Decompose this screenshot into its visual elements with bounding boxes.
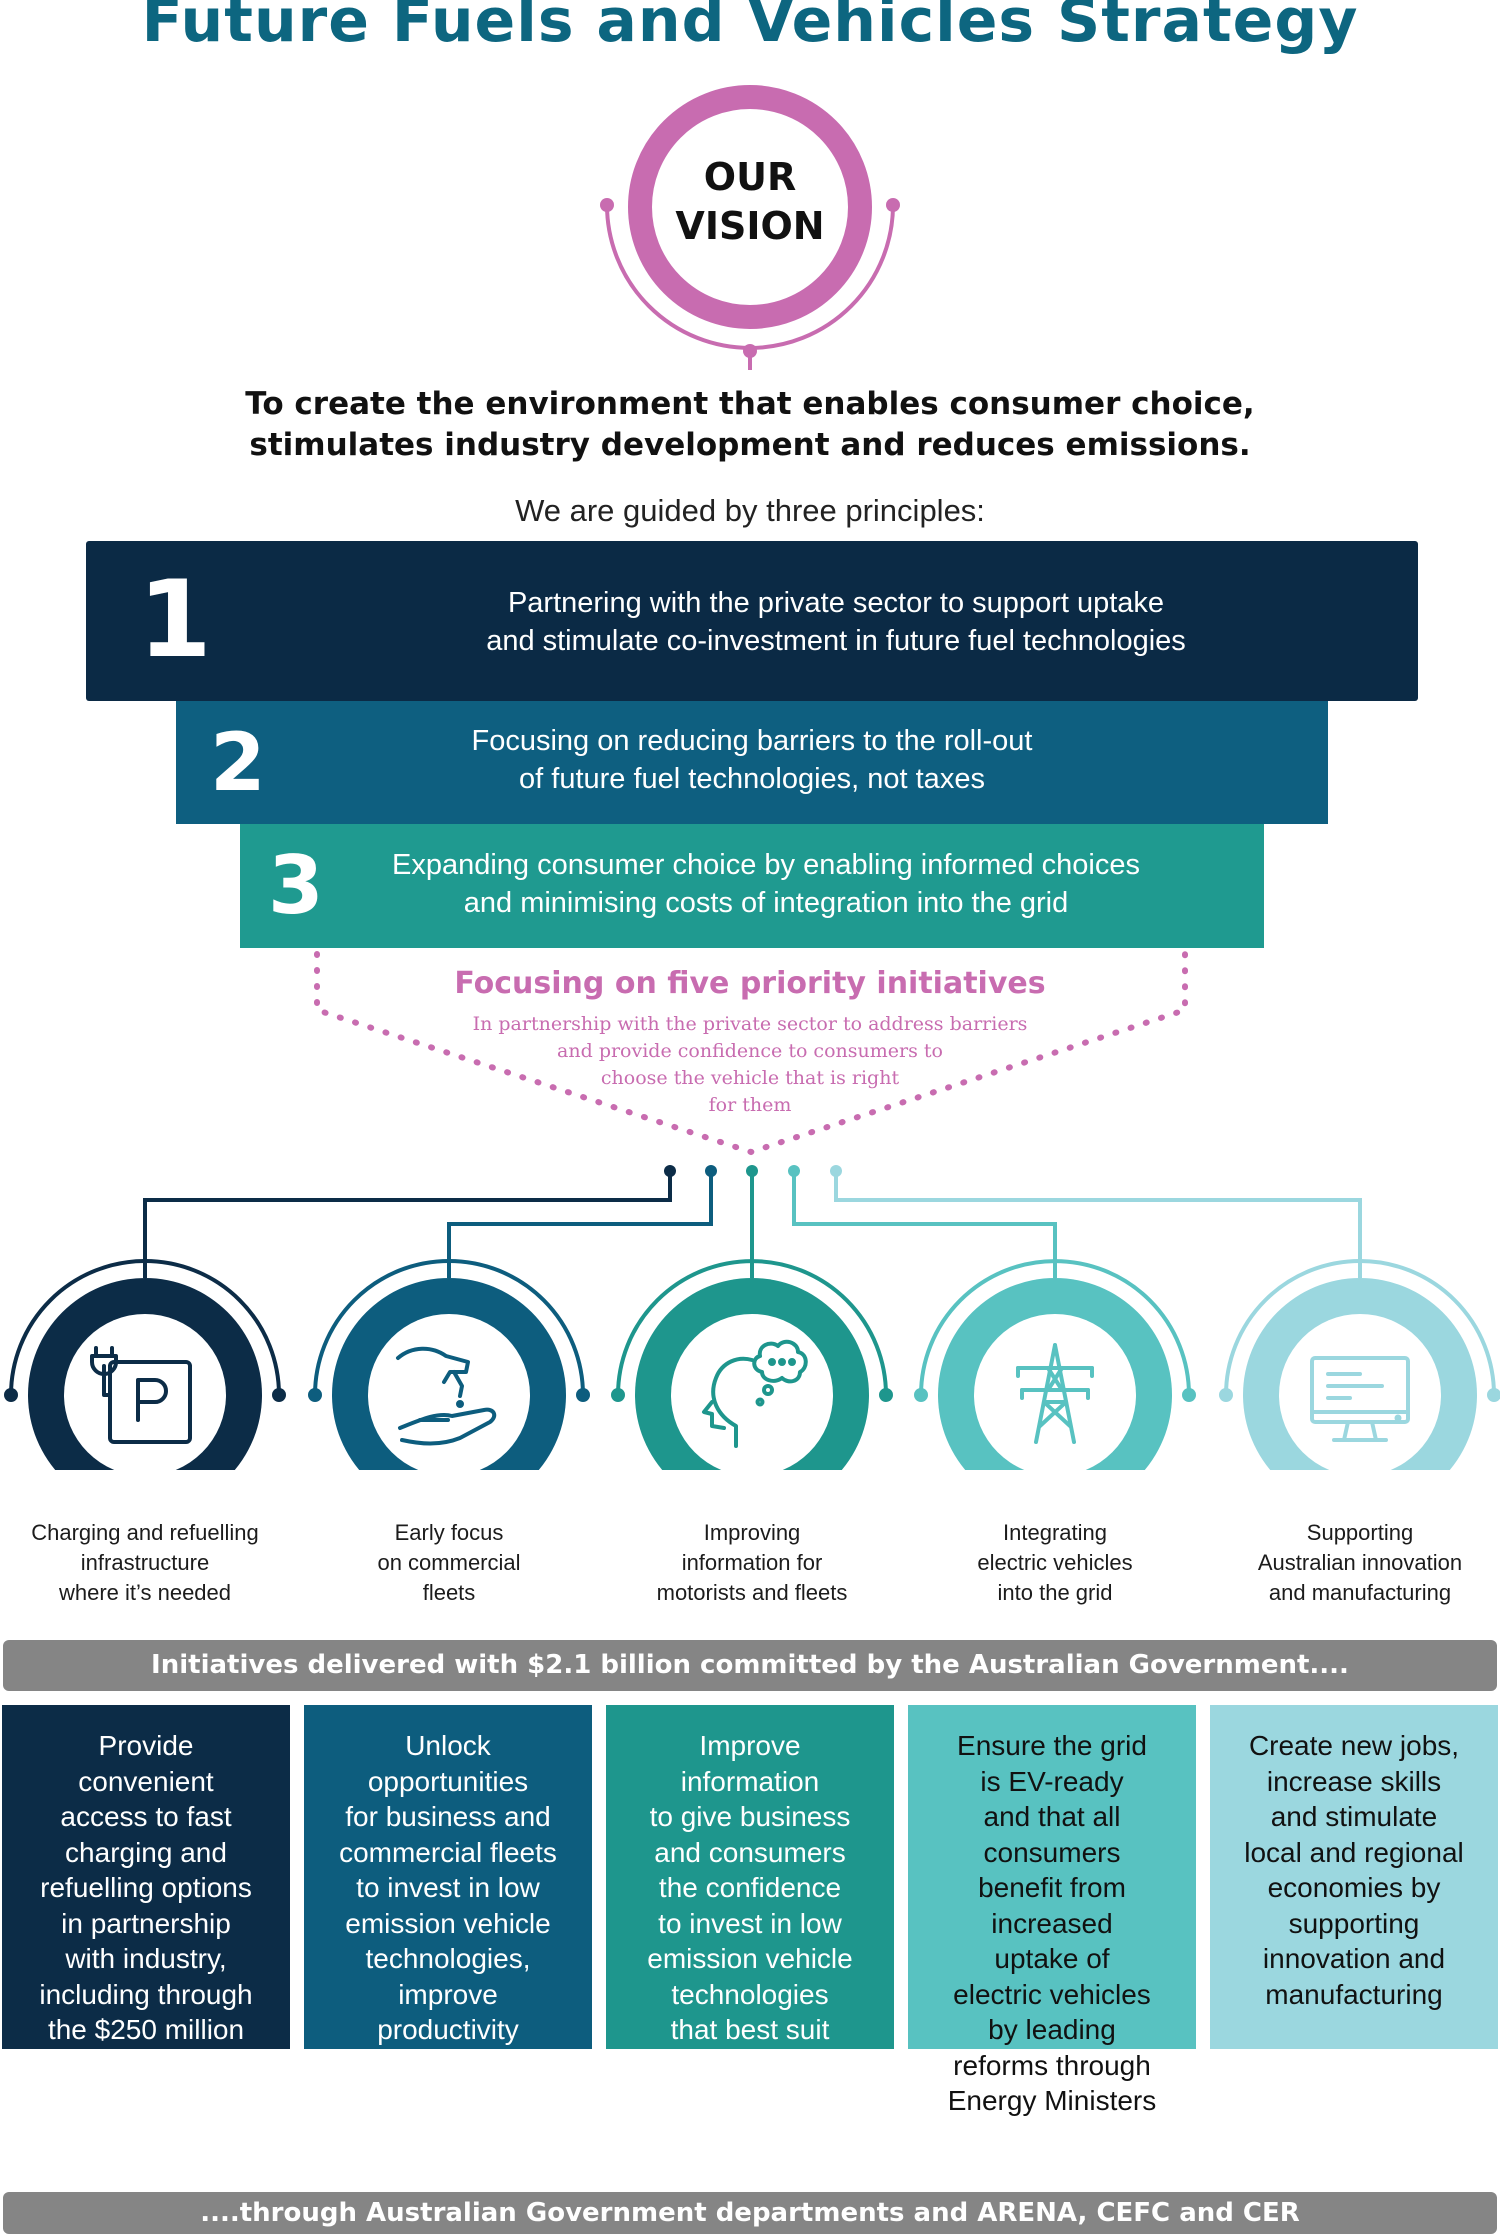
- initiative-circle-3: [611, 1259, 893, 1470]
- ev-charging-parking-icon: [90, 1346, 192, 1444]
- initiative-circle-1: [4, 1259, 286, 1470]
- principle-text: Partnering with the private sector to su…: [486, 587, 1186, 657]
- hand-fuel-nozzle-icon: [396, 1346, 497, 1446]
- principle-1: 1 Partnering with the private sector to …: [86, 541, 1418, 701]
- principle-3: 3 Expanding consumer choice by enabling …: [240, 824, 1264, 948]
- principle-number: 2: [210, 716, 266, 809]
- focus-funnel: [314, 951, 1188, 1156]
- principles-intro: We are guided by three principles:: [515, 493, 985, 528]
- initiatives-diagram: [4, 1165, 1500, 1470]
- principle-2: 2 Focusing on reducing barriers to the r…: [176, 701, 1328, 824]
- focus-title: Focusing on five priority initiatives: [454, 966, 1046, 1001]
- computer-monitor-icon: [1310, 1356, 1410, 1442]
- page-title: Future Fuels and Vehicles Strategy: [141, 0, 1359, 56]
- vision-emblem: [600, 85, 900, 370]
- initiative-circle-2: [308, 1259, 590, 1470]
- head-thought-bubble-icon: [702, 1339, 808, 1448]
- focus-subtitle: In partnership with the private sector t…: [472, 1013, 1028, 1116]
- principle-number: 1: [138, 558, 212, 681]
- initiative-circle-5: [1219, 1259, 1500, 1470]
- vision-label-line2: VISION: [675, 204, 825, 248]
- power-pylon-icon: [1016, 1343, 1094, 1444]
- vision-label-line1: OUR: [703, 155, 797, 199]
- principle-number: 3: [268, 839, 324, 932]
- funding-banner: Initiatives delivered with $2.1 billion …: [3, 1640, 1497, 1691]
- vision-statement: To create the environment that enables c…: [245, 386, 1255, 463]
- footer-banner: ....through Australian Government depart…: [3, 2192, 1497, 2234]
- principle-text: Expanding consumer choice by enabling in…: [392, 849, 1140, 919]
- initiative-circle-4: [914, 1259, 1196, 1470]
- principle-text: Focusing on reducing barriers to the rol…: [471, 725, 1033, 795]
- vision-ring: [628, 85, 872, 329]
